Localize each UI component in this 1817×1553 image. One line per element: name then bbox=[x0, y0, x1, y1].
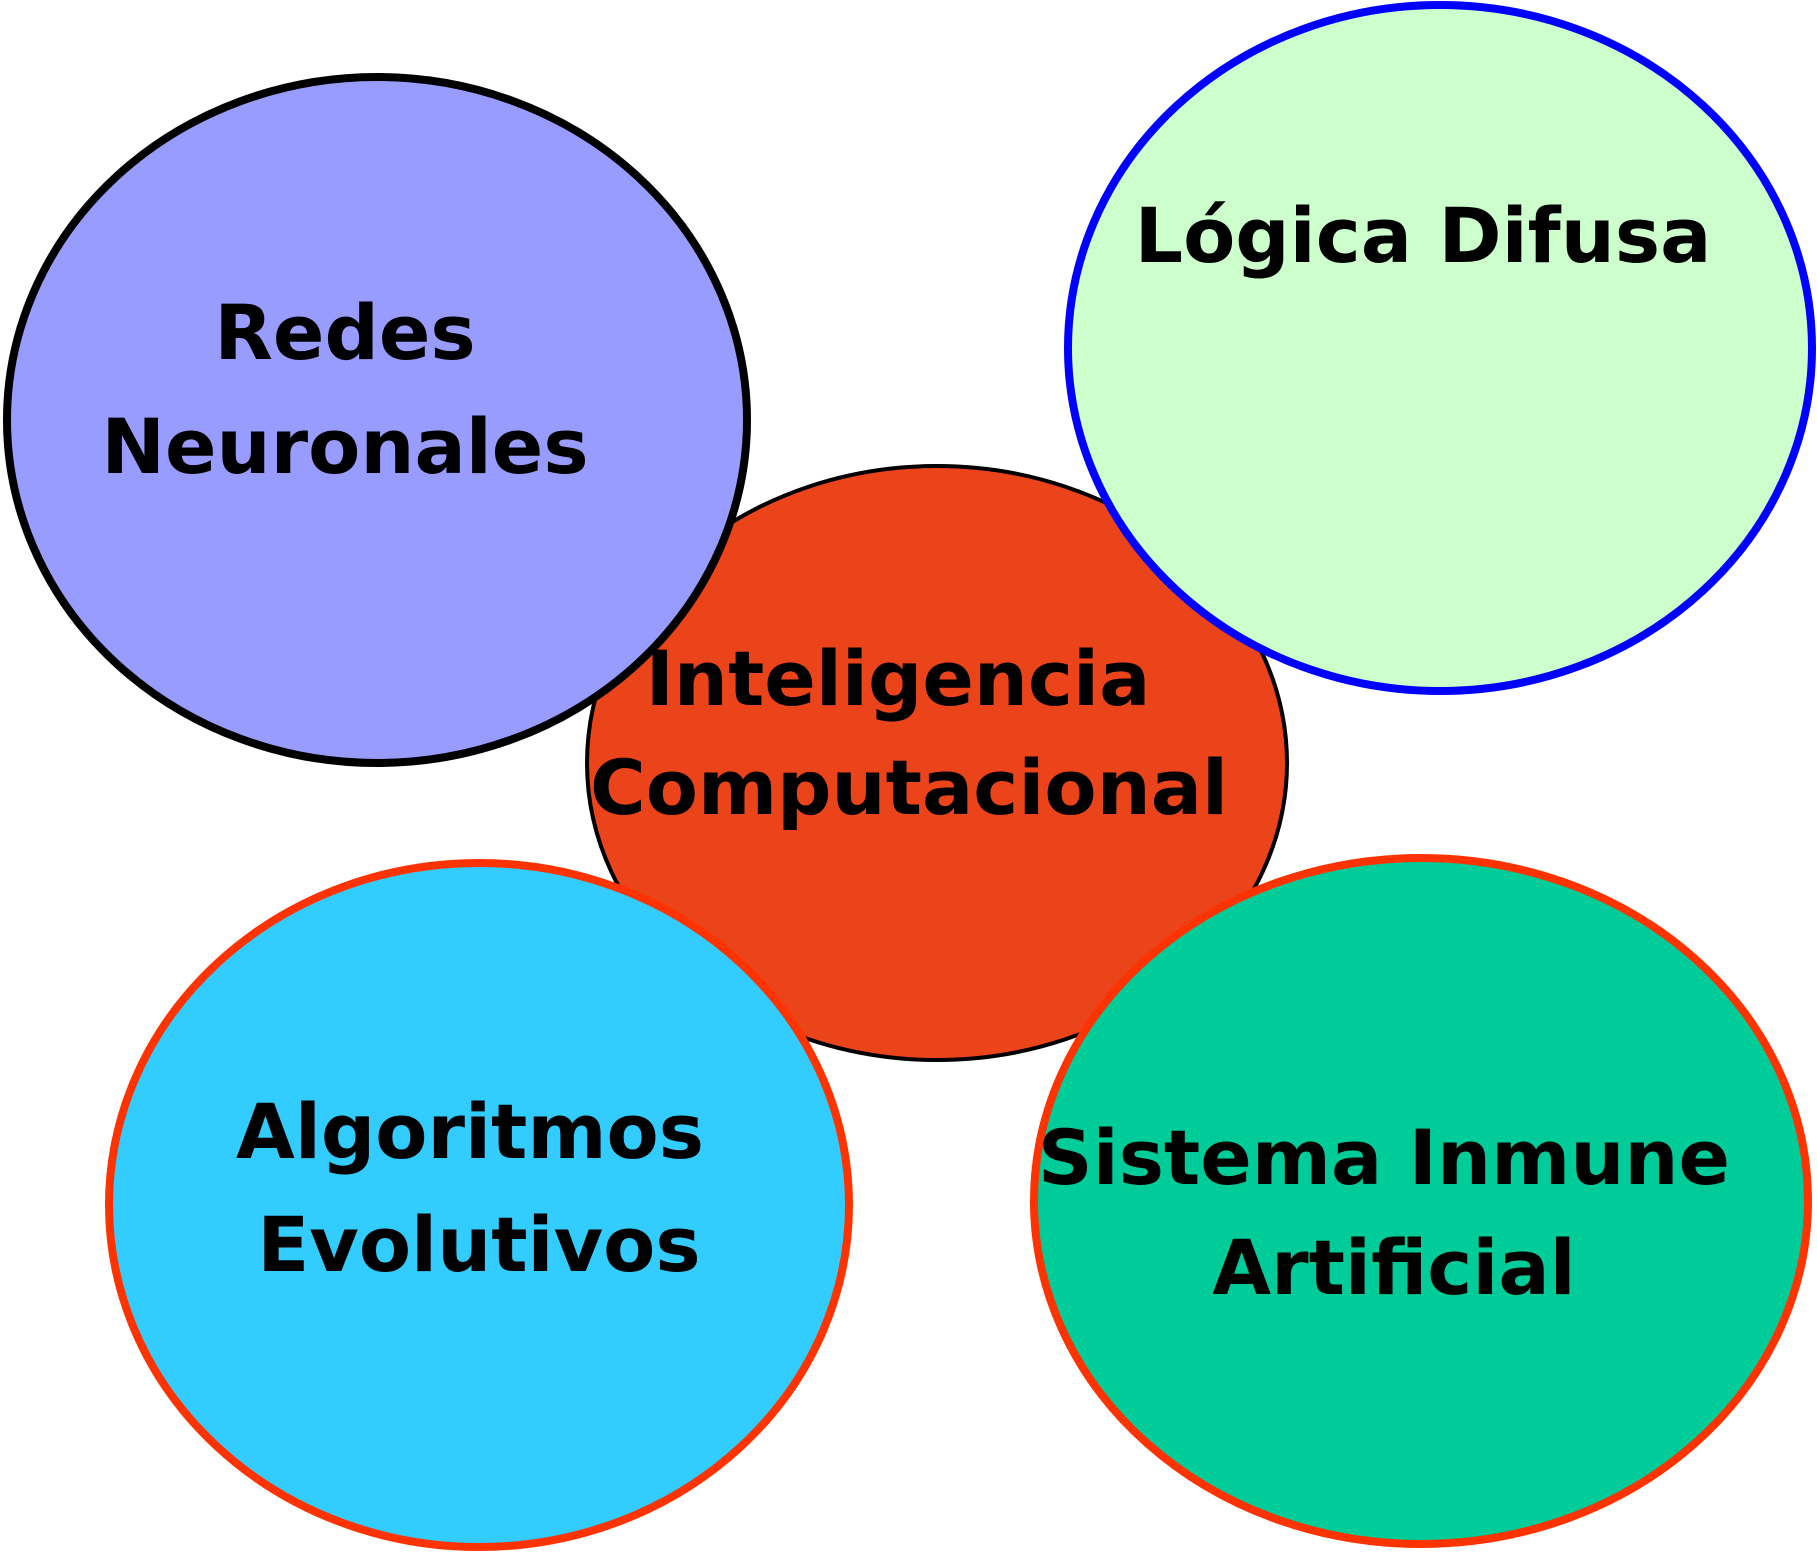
center-node-shape bbox=[585, 464, 1289, 1062]
node-sistema-inmune-artificial: Sistema Inmune Artificial bbox=[1030, 854, 1812, 1548]
center-node: Inteligencia Computacional bbox=[585, 464, 1289, 1062]
node-redes-neuronales-line-2: Neuronales bbox=[101, 402, 588, 491]
node-sistema-inmune-artificial-line-2: Artificial bbox=[1212, 1223, 1575, 1312]
node-sistema-inmune-artificial-shape bbox=[1030, 854, 1812, 1548]
node-algoritmos-evolutivos-line-1: Algoritmos bbox=[236, 1087, 704, 1176]
center-node-line-1: Inteligencia bbox=[646, 634, 1151, 723]
node-algoritmos-evolutivos-shape bbox=[105, 859, 853, 1551]
node-redes-neuronales-line-1: Redes bbox=[214, 288, 475, 377]
node-algoritmos-evolutivos: Algoritmos Evolutivos bbox=[105, 859, 853, 1551]
center-node-line-2: Computacional bbox=[590, 743, 1228, 832]
node-redes-neuronales: Redes Neuronales bbox=[3, 73, 751, 767]
node-redes-neuronales-shape bbox=[3, 73, 751, 767]
node-logica-difusa: Lógica Difusa bbox=[1064, 1, 1816, 695]
node-logica-difusa-line-1: Lógica Difusa bbox=[1135, 191, 1712, 280]
node-sistema-inmune-artificial-line-1: Sistema Inmune bbox=[1038, 1113, 1730, 1202]
node-logica-difusa-shape bbox=[1064, 1, 1816, 695]
node-algoritmos-evolutivos-line-2: Evolutivos bbox=[257, 1200, 700, 1289]
